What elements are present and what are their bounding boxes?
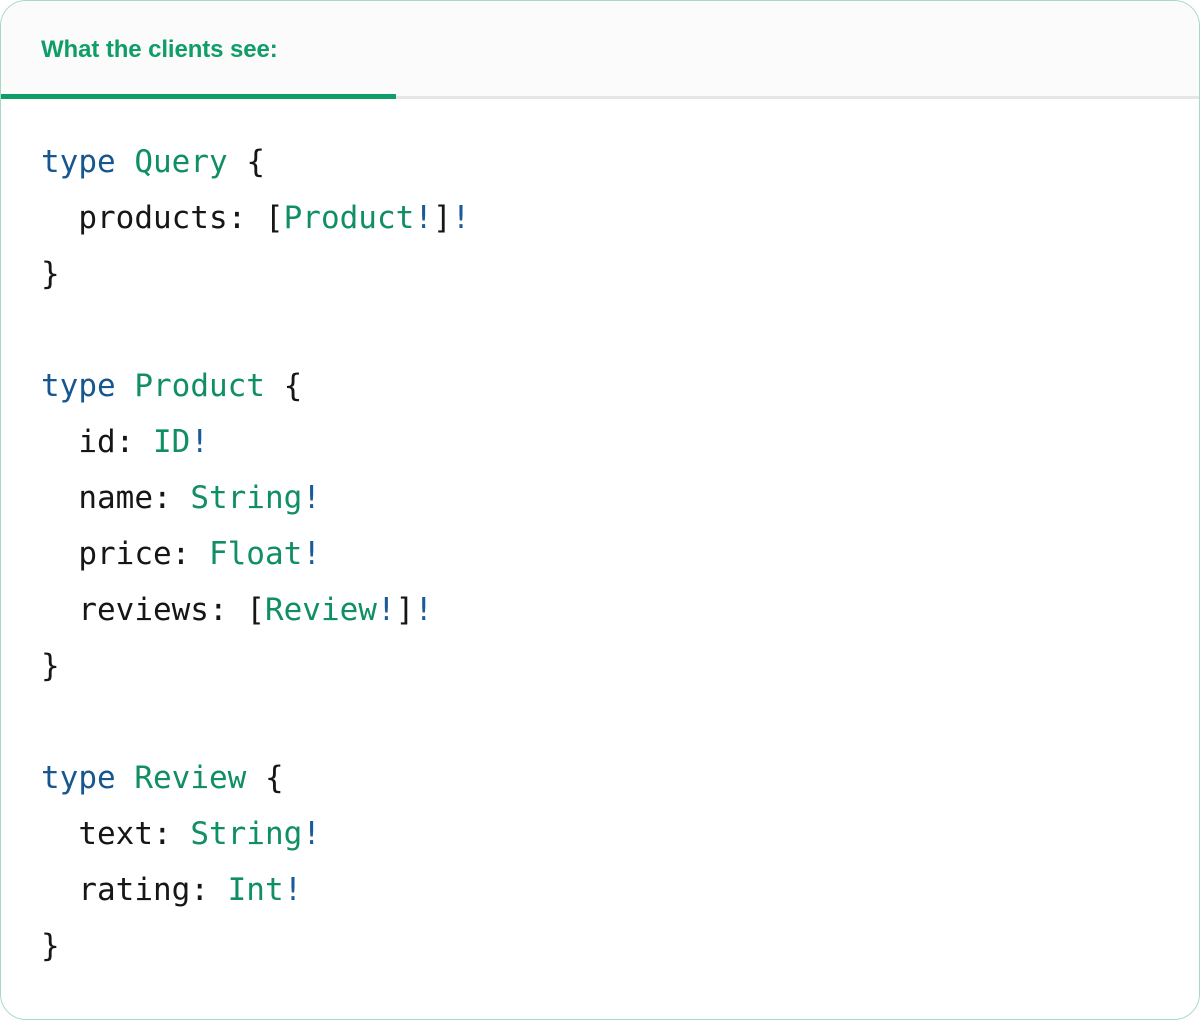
code-token: [246, 760, 265, 796]
code-token: [116, 144, 135, 180]
code-token: !: [302, 536, 321, 572]
code-token: Review: [264, 592, 377, 628]
code-token: {: [246, 144, 265, 180]
code-token: name: [41, 480, 153, 516]
code-token: Float: [208, 536, 303, 572]
code-token: {: [283, 368, 303, 404]
code-token: String: [190, 816, 303, 852]
code-token: {: [264, 760, 284, 796]
code-token: ID: [152, 424, 191, 460]
code-line: text: String!: [41, 806, 1159, 862]
code-token: ]: [395, 592, 415, 628]
code-token: !: [414, 592, 433, 628]
code-line: price: Float!: [41, 526, 1159, 582]
code-line: reviews: [Review!]!: [41, 582, 1159, 638]
code-line: type Product {: [41, 358, 1159, 414]
code-token: Query: [134, 144, 228, 180]
code-token: !: [283, 872, 303, 908]
code-line: [41, 694, 1159, 750]
code-token: :: [208, 592, 247, 628]
code-token: :: [227, 200, 265, 236]
tab-bar: What the clients see:: [1, 1, 1199, 99]
code-token: !: [302, 816, 321, 852]
code-token: reviews: [41, 592, 209, 628]
code-token: Product: [134, 368, 265, 404]
code-token: [116, 368, 135, 404]
code-token: [: [246, 592, 265, 628]
code-panel: type Query { products: [Product!]!} type…: [1, 99, 1199, 1018]
code-token: type: [41, 368, 116, 404]
code-token: }: [41, 648, 60, 684]
code-token: !: [376, 592, 396, 628]
code-line: id: ID!: [41, 414, 1159, 470]
code-token: :: [190, 872, 228, 908]
code-token: }: [41, 256, 60, 292]
code-token: type: [41, 760, 116, 796]
code-line: }: [41, 918, 1159, 974]
code-token: [116, 760, 135, 796]
code-line: name: String!: [41, 470, 1159, 526]
code-token: Int: [227, 872, 284, 908]
graphql-schema-code[interactable]: type Query { products: [Product!]!} type…: [41, 134, 1159, 974]
code-token: :: [152, 816, 191, 852]
code-token: }: [41, 928, 60, 964]
code-token: !: [302, 480, 321, 516]
code-token: id: [41, 424, 116, 460]
code-token: :: [115, 424, 153, 460]
code-token: type: [41, 144, 116, 180]
code-token: :: [171, 536, 209, 572]
code-token: :: [152, 480, 191, 516]
code-token: [228, 144, 247, 180]
code-token: !: [414, 200, 433, 236]
tab-label: What the clients see:: [41, 36, 278, 63]
code-line: }: [41, 638, 1159, 694]
code-line: rating: Int!: [41, 862, 1159, 918]
code-token: products: [41, 200, 228, 236]
code-token: !: [451, 200, 471, 236]
code-line: type Query {: [41, 134, 1159, 190]
code-token: [: [264, 200, 284, 236]
code-token: [265, 368, 284, 404]
code-token: ]: [432, 200, 452, 236]
code-line: type Review {: [41, 750, 1159, 806]
code-token: Product: [283, 200, 415, 236]
code-token: Review: [134, 760, 247, 796]
code-token: !: [190, 424, 209, 460]
code-line: products: [Product!]!: [41, 190, 1159, 246]
code-line: }: [41, 246, 1159, 302]
code-token: String: [190, 480, 303, 516]
code-token: price: [41, 536, 172, 572]
code-token: rating: [41, 872, 191, 908]
tab-what-the-clients-see[interactable]: What the clients see:: [1, 1, 396, 99]
code-token: text: [41, 816, 153, 852]
code-line: [41, 302, 1159, 358]
